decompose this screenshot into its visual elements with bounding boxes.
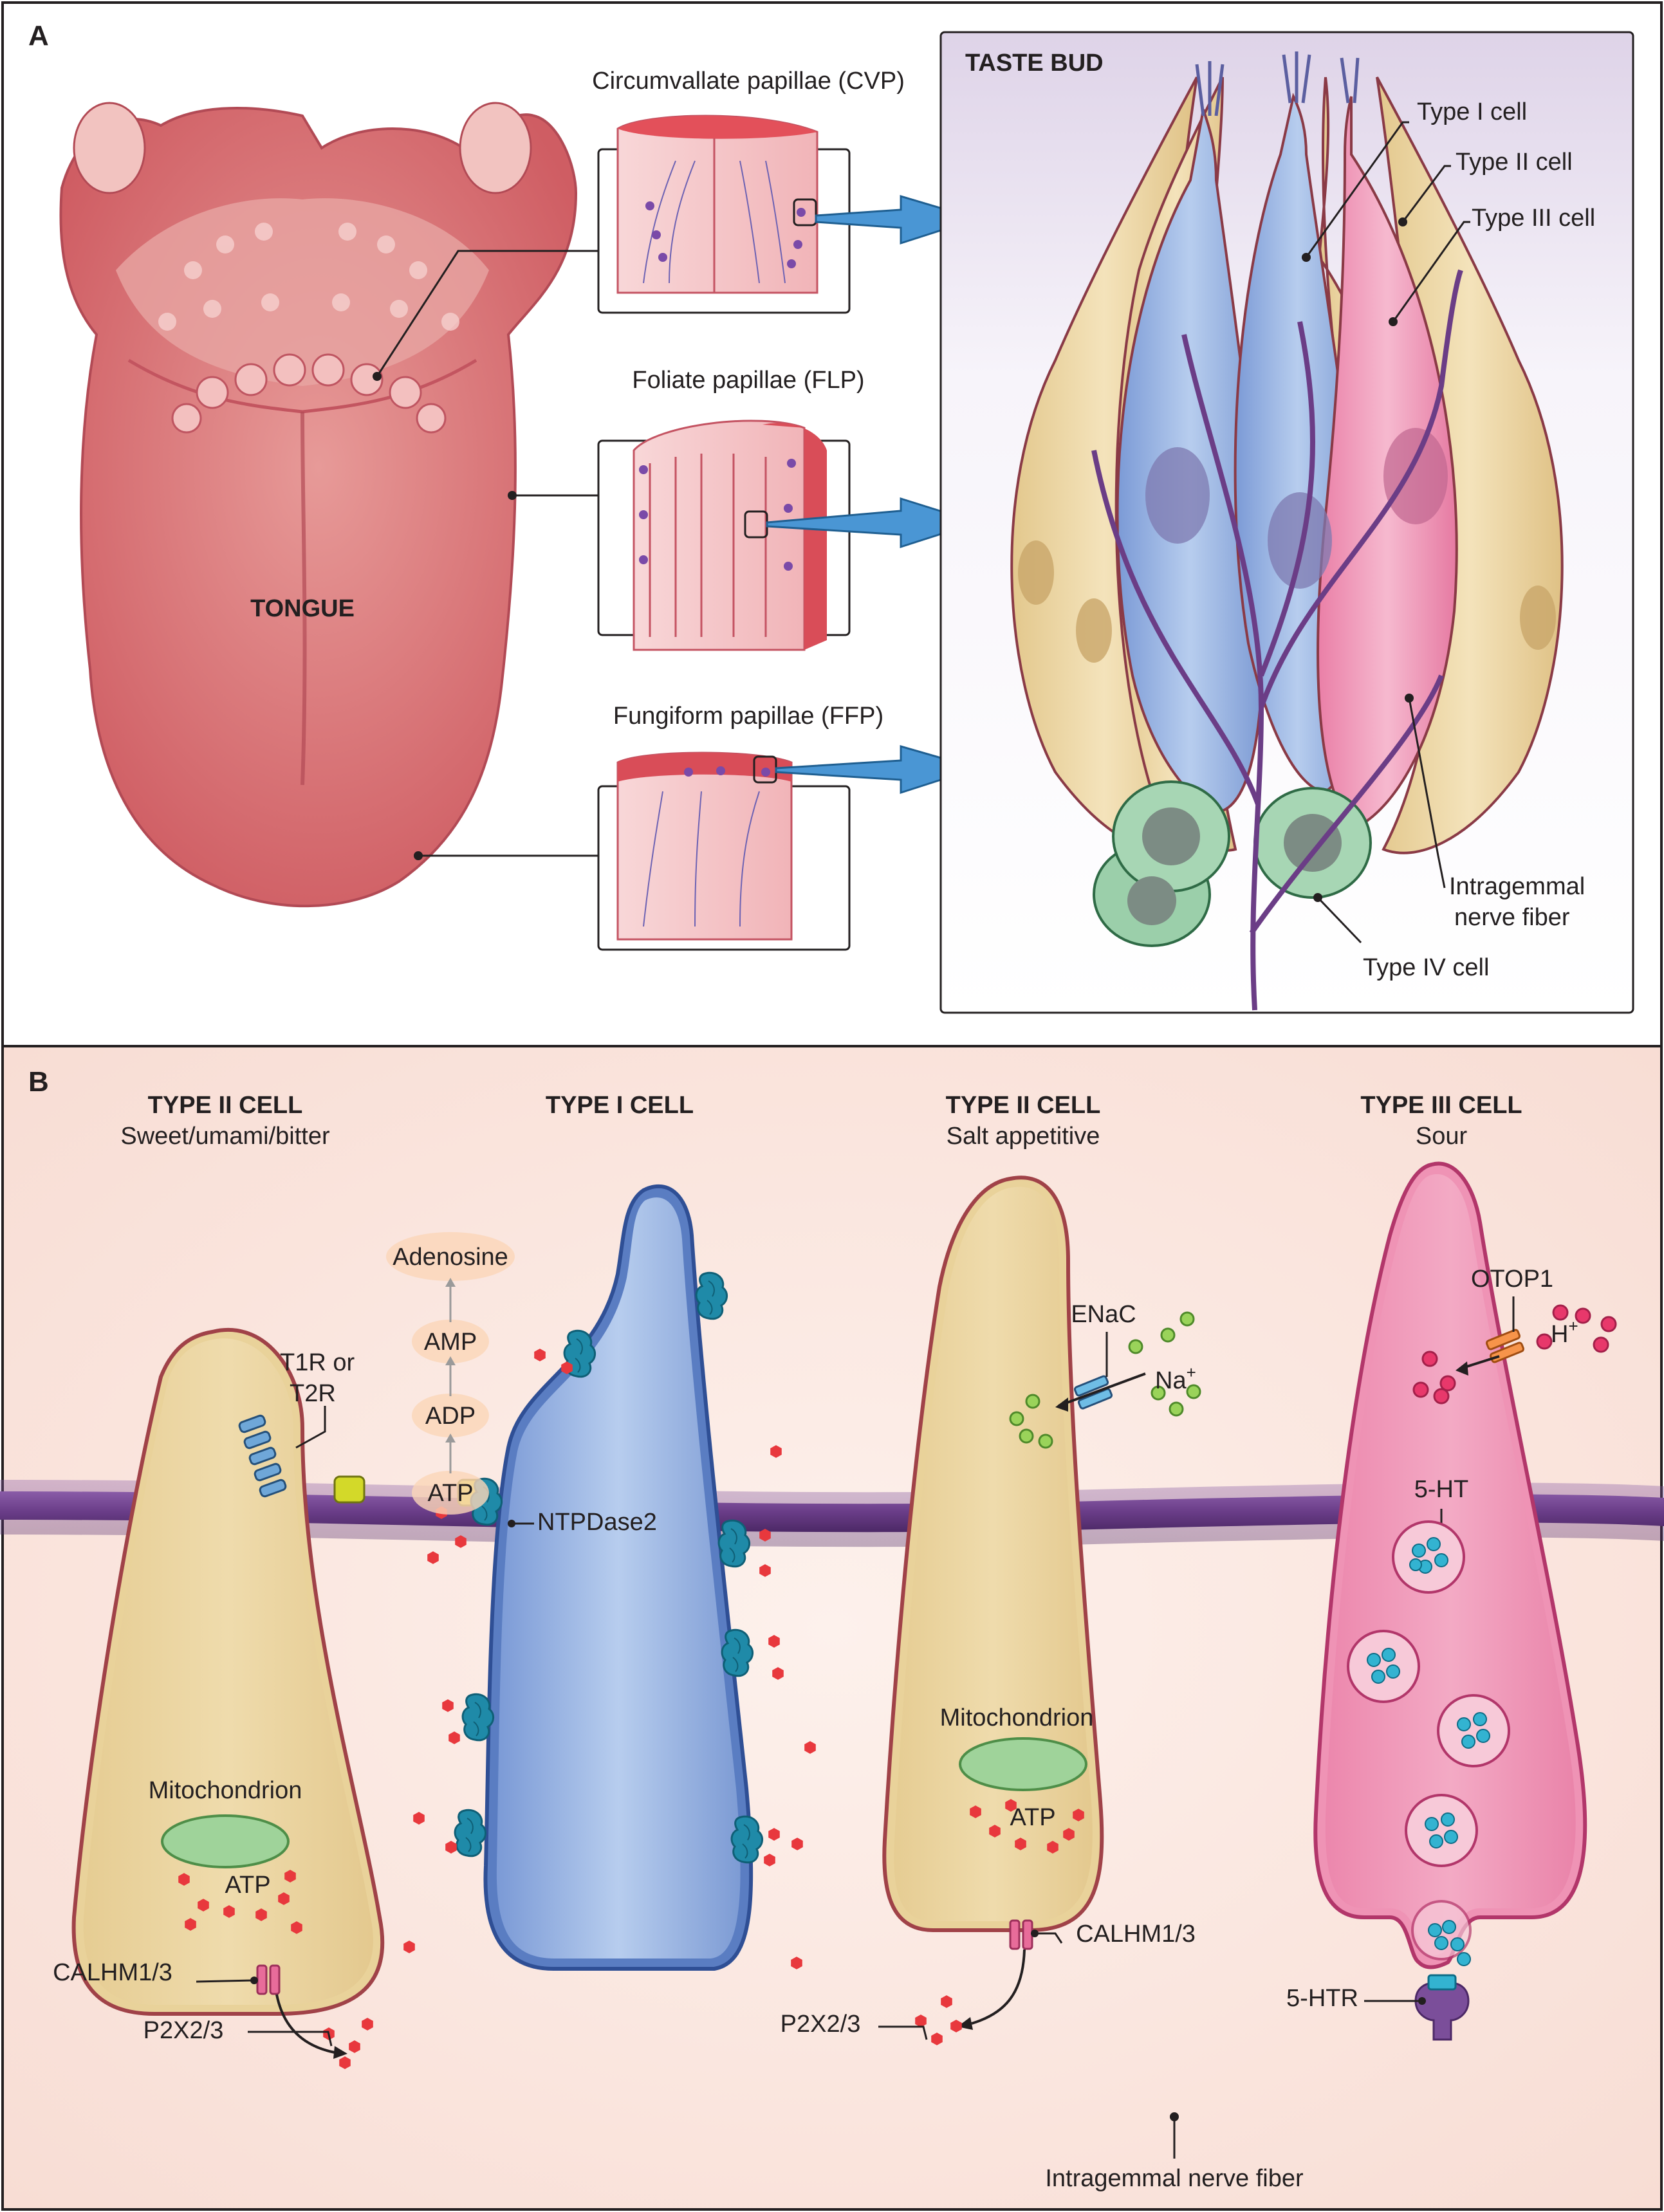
tongue-label: TONGUE — [250, 595, 355, 622]
atp-label-col3: ATP — [1010, 1804, 1055, 1831]
taste-bud-title: TASTE BUD — [965, 50, 1104, 77]
col2-title: TYPE I CELL — [546, 1092, 694, 1119]
tongue-leaders — [373, 250, 598, 860]
mitochondrion-col1 — [161, 1814, 290, 1868]
sodium-ions — [1009, 1311, 1201, 1449]
enac-channel — [1073, 1375, 1113, 1410]
t1r-label-line1: T1R or — [280, 1349, 355, 1376]
cvp-label: Circumvallate papillae (CVP) — [592, 68, 905, 95]
mito-label-col3: Mitochondrion — [940, 1704, 1094, 1731]
amp-label: AMP — [424, 1329, 477, 1356]
calhm-channel-col1 — [256, 1964, 281, 1995]
zoom-arrows — [766, 194, 981, 795]
taste-bud-leaders — [1302, 121, 1470, 944]
serotonin-molecules — [1367, 1537, 1490, 1966]
taste-bud-illustration — [1010, 51, 1564, 1011]
panel-a-letter: A — [28, 20, 49, 51]
sodium-influx-arrow — [1058, 1372, 1146, 1407]
nerve-label-b: Intragemmal nerve fiber — [1045, 2165, 1304, 2192]
adenosine-label: Adenosine — [393, 1244, 508, 1271]
p2x-label-col1: P2X2/3 — [143, 2017, 224, 2044]
adp-label: ADP — [425, 1403, 476, 1430]
flp-label: Foliate papillae (FLP) — [632, 367, 864, 394]
enac-label: ENaC — [1071, 1301, 1136, 1328]
release-arrow-col1 — [275, 1994, 335, 2054]
h-label: H+ — [1551, 1316, 1578, 1348]
ntpdase-label: NTPDase2 — [537, 1509, 657, 1536]
cvp-block — [616, 115, 818, 294]
5htr-receptor — [1414, 1974, 1470, 2041]
col3-subtitle: Salt appetitive — [947, 1123, 1100, 1150]
ht5-label: 5-HT — [1414, 1476, 1468, 1503]
col4-title: TYPE III CELL — [1360, 1092, 1522, 1119]
tongue-illustration — [59, 102, 578, 908]
col1-title: TYPE II CELL — [148, 1092, 303, 1119]
nerve-label-line2: nerve fiber — [1454, 904, 1570, 931]
type2-label: Type II cell — [1456, 149, 1573, 176]
release-arrow-col3 — [971, 1949, 1026, 2025]
na-label: Na+ — [1155, 1363, 1196, 1394]
calhm-channel-col3 — [1009, 1919, 1033, 1950]
calhm-label-col3: CALHM1/3 — [1076, 1921, 1196, 1948]
p2x-label-col3: P2X2/3 — [781, 2011, 861, 2038]
atp-label-col1: ATP — [225, 1872, 270, 1899]
serotonin-vesicles — [1347, 1520, 1510, 1960]
ffp-label: Fungiform papillae (FFP) — [613, 703, 883, 730]
mitochondrion-col3 — [959, 1737, 1087, 1791]
col3-title: TYPE II CELL — [946, 1092, 1101, 1119]
type4-label: Type IV cell — [1363, 954, 1489, 981]
type3-label: Type III cell — [1472, 205, 1595, 232]
t1r-label-line2: T2R — [290, 1380, 336, 1407]
ht5r-label: 5-HTR — [1286, 1985, 1358, 2012]
col4-subtitle: Sour — [1416, 1123, 1468, 1150]
ffp-block — [616, 751, 793, 941]
nerve-label-line1: Intragemmal — [1449, 873, 1585, 900]
proton-ions — [1412, 1304, 1617, 1405]
mito-label-col1: Mitochondrion — [149, 1777, 302, 1804]
otop1-label: OTOP1 — [1471, 1266, 1553, 1293]
flp-block — [633, 419, 827, 651]
calhm-label-col1: CALHM1/3 — [53, 1959, 172, 1986]
type1-label: Type I cell — [1417, 98, 1527, 125]
atp-cascade-label: ATP — [427, 1480, 473, 1507]
panel-b-letter: B — [28, 1066, 49, 1098]
col1-subtitle: Sweet/umami/bitter — [120, 1123, 330, 1150]
gpcr-receptor — [238, 1414, 287, 1498]
atp-cascade — [386, 1232, 515, 1515]
